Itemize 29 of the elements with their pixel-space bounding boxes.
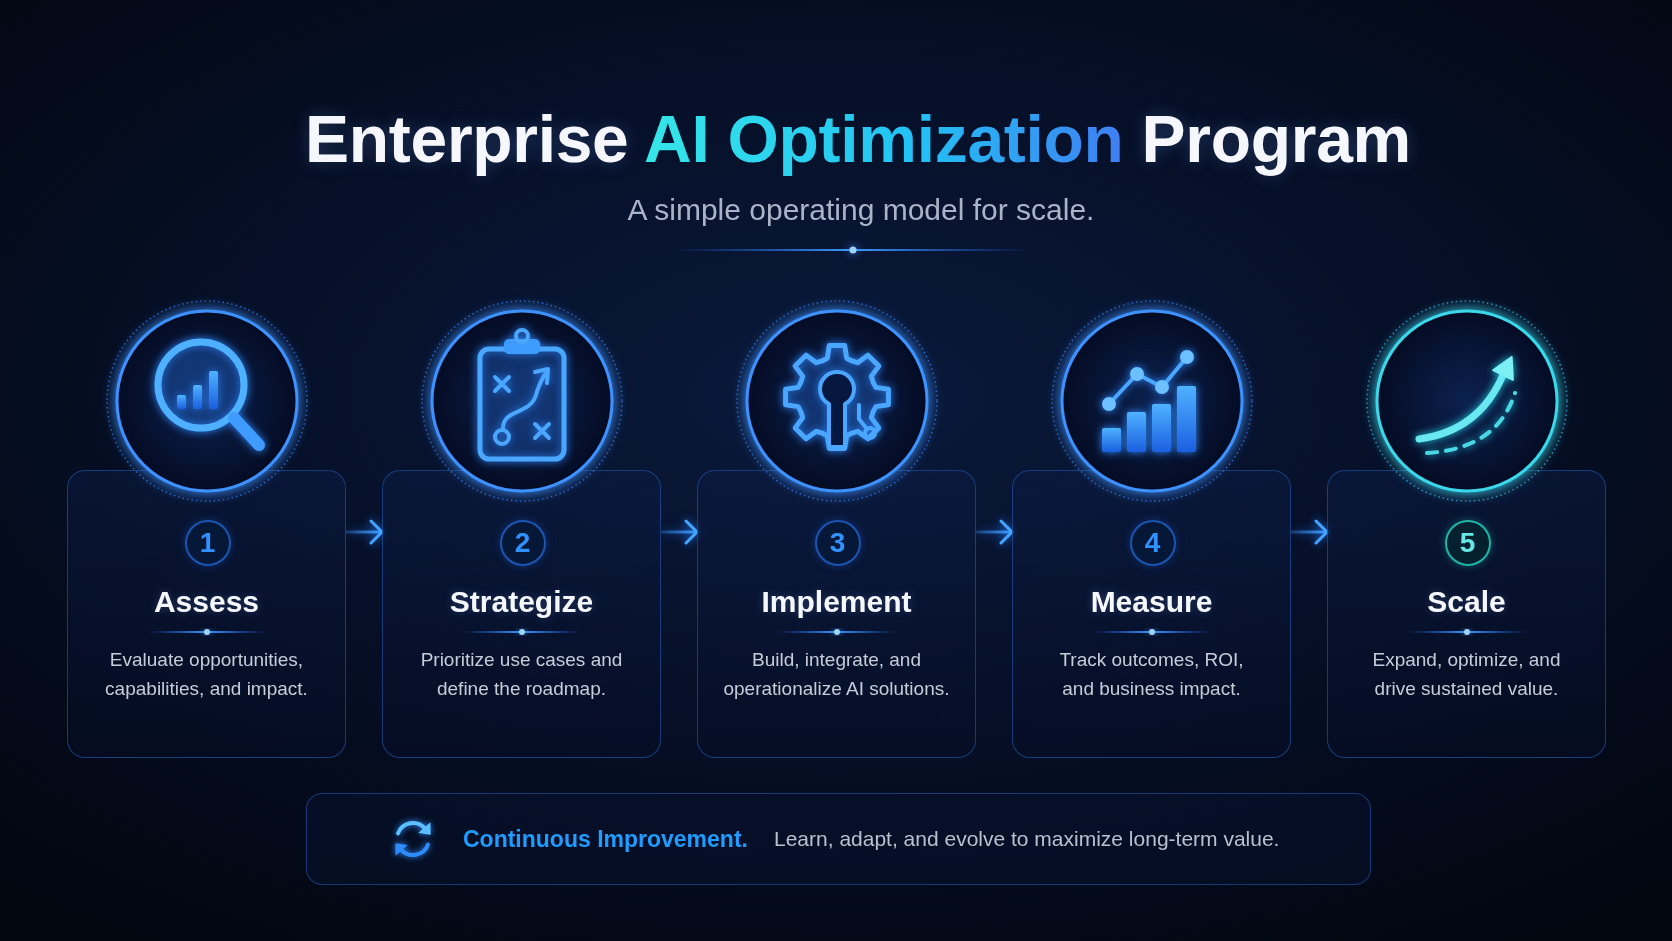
step-description: Expand, optimize, and drive sustained value. <box>1371 648 1562 701</box>
step-title: Strategize <box>449 584 594 620</box>
step-number-badge: 2 <box>499 520 546 566</box>
arrow <box>346 519 384 545</box>
banner-heading: Continuous Improvement. <box>463 825 748 853</box>
step-card <box>1012 470 1291 758</box>
title: Enterprise AI Optimization Program <box>305 101 1411 178</box>
arrow <box>1291 519 1329 545</box>
arrow <box>661 519 699 545</box>
step-number-badge: 3 <box>814 520 861 566</box>
step-title: Scale <box>1427 584 1506 620</box>
arrow <box>976 519 1014 545</box>
step-title: Measure <box>1090 584 1213 620</box>
step-number-badge: 5 <box>1444 520 1491 566</box>
step-description: Prioritize use cases and define the roadmap. <box>420 648 623 701</box>
step-card <box>67 470 346 758</box>
step-number-badge: 4 <box>1129 520 1176 566</box>
step-number-badge: 1 <box>184 520 231 566</box>
step-title: Implement <box>761 584 912 620</box>
step-card <box>697 470 976 758</box>
step-description: Track outcomes, ROI, and business impact. <box>1058 648 1245 701</box>
step-title: Assess <box>153 584 260 620</box>
step-card <box>382 470 661 758</box>
banner-text: Learn, adapt, and evolve to maximize long-term value. <box>774 826 1280 852</box>
step-card <box>1327 470 1606 758</box>
info-banner <box>306 793 1371 885</box>
step-description: Evaluate opportunities, capabilities, and impact. <box>104 648 309 701</box>
step-description: Build, integrate, and operationalize AI solutions. <box>722 648 951 701</box>
subtitle: A simple operating model for scale. <box>627 192 1095 228</box>
